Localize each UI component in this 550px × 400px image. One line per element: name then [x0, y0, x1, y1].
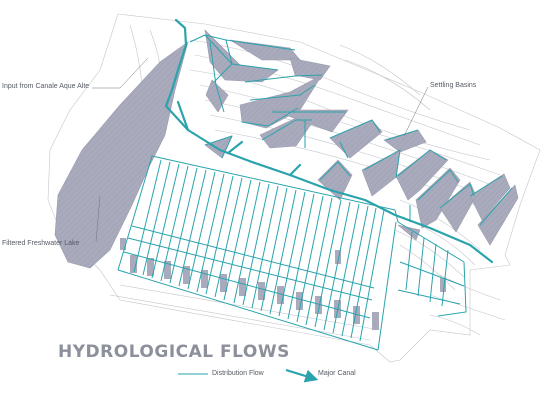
basin	[289, 57, 331, 81]
basin	[361, 149, 401, 197]
annotation-leaders	[92, 57, 429, 243]
basin	[383, 129, 427, 153]
leader-basins	[403, 86, 429, 137]
site-outline	[47, 13, 541, 363]
annotation-lake: Filtered Freshwater Lake	[2, 240, 80, 247]
basin	[271, 109, 349, 133]
basin	[205, 79, 229, 113]
legend-distribution-flow: Distribution Flow	[212, 370, 264, 377]
page-title: HYDROLOGICAL FLOWS	[58, 342, 290, 362]
basin	[317, 159, 353, 201]
major-canal-branch	[288, 163, 302, 177]
major-canal-branch	[226, 140, 244, 155]
basin	[415, 167, 461, 229]
leader-input	[92, 57, 149, 89]
major-canal-main	[164, 18, 494, 264]
basin	[329, 119, 383, 159]
legend-glyphs	[178, 368, 319, 383]
freshwater-lake	[54, 41, 189, 269]
field-plots	[120, 238, 446, 330]
basin	[397, 224, 421, 241]
distribution-flow-basins	[189, 34, 513, 226]
settling-basins	[204, 29, 519, 246]
major-canal-swatch	[285, 368, 319, 383]
annotation-settling-basins: Settling Basins	[430, 82, 477, 89]
major-canal	[164, 18, 494, 264]
distribution-flow-southeast	[397, 221, 467, 317]
legend-major-canal: Major Canal	[318, 370, 356, 377]
basin	[204, 135, 233, 159]
leader-lake	[95, 195, 101, 243]
distribution-flow-fields	[117, 155, 399, 351]
annotation-input: Input from Canale Aque Alte	[2, 83, 90, 90]
major-canal-branch	[176, 100, 190, 132]
